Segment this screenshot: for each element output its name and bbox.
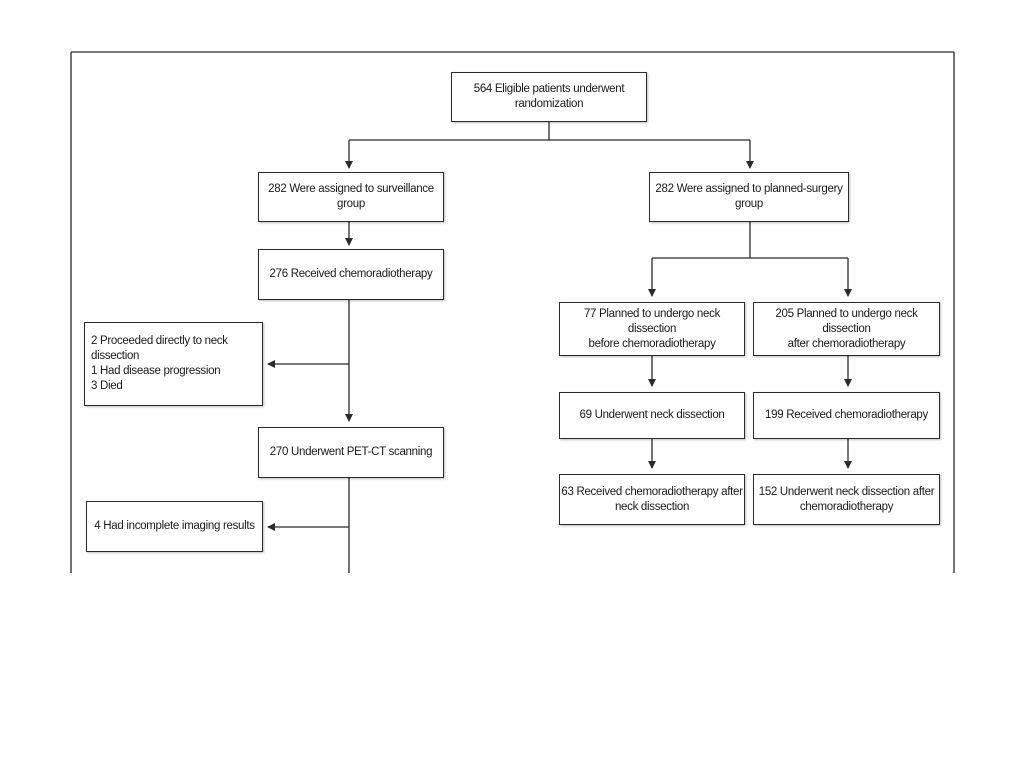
surgery-before-planned-box: 77 Planned to undergo neck dissection be… (559, 302, 745, 356)
surveillance-petct-box: 270 Underwent PET-CT scanning (258, 427, 444, 478)
exclusion-item: 1 Had disease progression (91, 365, 221, 377)
root-label: 564 Eligible patients underwent randomiz… (473, 83, 625, 110)
surgery-assigned-box: 282 Were assigned to planned-surgery gro… (649, 172, 849, 222)
surveillance-chemo-label: 276 Received chemoradiotherapy (269, 268, 433, 280)
exclusions-list: 2 Proceeded directly to neck dissection … (91, 334, 262, 394)
before-step2-line: neck dissection (614, 500, 690, 513)
before-planned-line: 77 Planned to undergo neck dissection (583, 307, 721, 335)
surveillance-incomplete-box: 4 Had incomplete imaging results (86, 501, 263, 552)
surgery-assigned-label: 282 Were assigned to planned-surgery gro… (655, 183, 843, 210)
surveillance-assigned-label: 282 Were assigned to surveillance group (268, 183, 434, 210)
exclusion-item: 2 Proceeded directly to neck dissection (91, 335, 228, 362)
after-step1-label: 199 Received chemoradiotherapy (765, 409, 928, 421)
surgery-after-step1-box: 199 Received chemoradiotherapy (753, 392, 940, 439)
after-step2-line: chemoradiotherapy (799, 500, 894, 513)
surveillance-assigned-box: 282 Were assigned to surveillance group (258, 172, 444, 222)
surgery-after-planned-box: 205 Planned to undergo neck dissection a… (753, 302, 940, 356)
surgery-after-step2-box: 152 Underwent neck dissection after chem… (753, 474, 940, 525)
surgery-before-step2-box: 63 Received chemoradiotherapy after neck… (559, 474, 745, 525)
before-planned-line: before chemoradiotherapy (588, 337, 716, 350)
exclusion-item: 3 Died (91, 380, 123, 392)
surveillance-incomplete-label: 4 Had incomplete imaging results (94, 520, 255, 532)
before-step2-line: 63 Received chemoradiotherapy after (561, 485, 743, 498)
surveillance-chemo-box: 276 Received chemoradiotherapy (258, 249, 444, 300)
after-step2-line: 152 Underwent neck dissection after (758, 485, 935, 498)
surveillance-petct-label: 270 Underwent PET-CT scanning (269, 446, 433, 458)
after-planned-line: after chemoradiotherapy (787, 337, 906, 350)
surgery-before-step1-box: 69 Underwent neck dissection (559, 392, 745, 439)
surveillance-exclusions-box: 2 Proceeded directly to neck dissection … (84, 322, 263, 406)
root-randomization-box: 564 Eligible patients underwent randomiz… (451, 72, 647, 122)
after-planned-line: 205 Planned to undergo neck dissection (775, 307, 918, 335)
before-step1-label: 69 Underwent neck dissection (579, 409, 725, 421)
